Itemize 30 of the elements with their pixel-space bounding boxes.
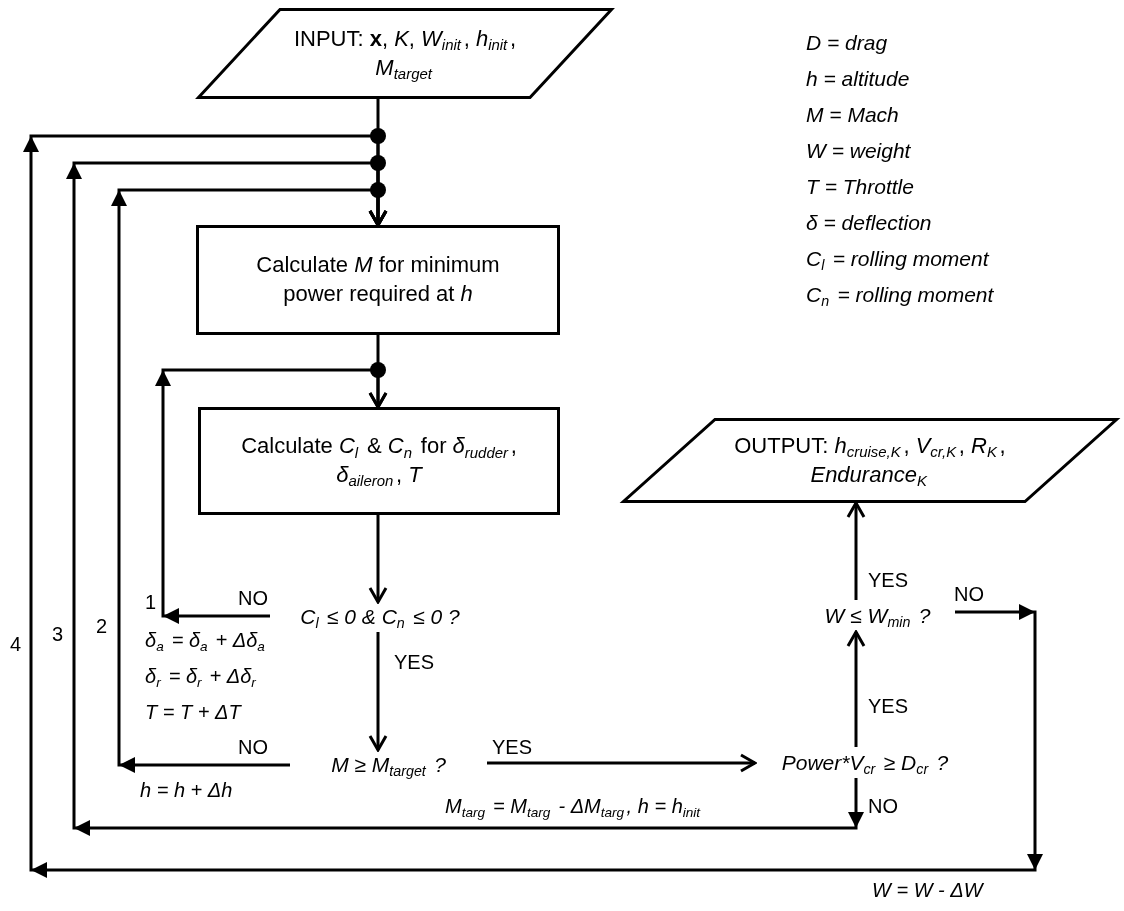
input-parallelogram <box>197 8 613 99</box>
annotation-text: δ$_{r}$ = δ$_{r}$ + Δδ$_{r}$ <box>145 664 257 688</box>
definition-text: h = altitude <box>806 66 910 92</box>
annotation-text: δ$_{a}$ = δ$_{a}$ + Δδ$_{a}$ <box>145 628 266 652</box>
definition-text: C$_{n}$ = rolling moment <box>806 282 994 308</box>
definition-text: W = weight <box>806 138 911 164</box>
annotation-text: 1 <box>145 590 157 614</box>
definition-text: C$_{l}$ = rolling moment <box>806 246 989 272</box>
node-text: Calculate C$_{l}$ & C$_{n}$ for δ$_{rudder}$, δ$_{aileron}$, T <box>240 432 518 490</box>
annotation-text: 3 <box>52 622 64 646</box>
definition-text: δ = deflection <box>806 210 932 236</box>
annotation-text: W = W - ΔW <box>872 878 983 902</box>
node-text: OUTPUT: h$_{cruise,K}$, V$_{cr,K}$, R$_{K}$, Endurance$_{K}$ <box>733 431 1007 490</box>
decision-text: C$_{l}$ ≤ 0 & C$_{n}$ ≤ 0 ? <box>270 602 490 632</box>
definition-text: M = Mach <box>806 102 899 128</box>
definition-text: T = Throttle <box>806 174 914 200</box>
process-box <box>196 225 560 335</box>
definition-text: D = drag <box>806 30 888 56</box>
output-parallelogram <box>622 418 1118 503</box>
annotation-text: M$_{targ}$ = M$_{targ}$ - ΔM$_{targ}$, h = h$_{init}$ <box>445 794 702 818</box>
annotation-text: 2 <box>96 614 108 638</box>
decision-text: W ≤ W$_{min}$ ? <box>800 600 955 632</box>
annotation-text: T = T + ΔT <box>145 700 241 724</box>
node-text: INPUT: x, K, W$_{init}$, h$_{init}$, M$_{target}$ <box>292 24 518 83</box>
decision-text: Power*V$_{cr}$ ≥ D$_{cr}$ ? <box>755 747 975 778</box>
node-text: Calculate M for minimum power required at h <box>255 251 501 308</box>
annotation-text: 4 <box>10 632 22 656</box>
decision-text: M ≥ M$_{target}$ ? <box>290 750 487 780</box>
process-box <box>198 407 560 515</box>
annotation-text: h = h + Δh <box>140 778 233 802</box>
